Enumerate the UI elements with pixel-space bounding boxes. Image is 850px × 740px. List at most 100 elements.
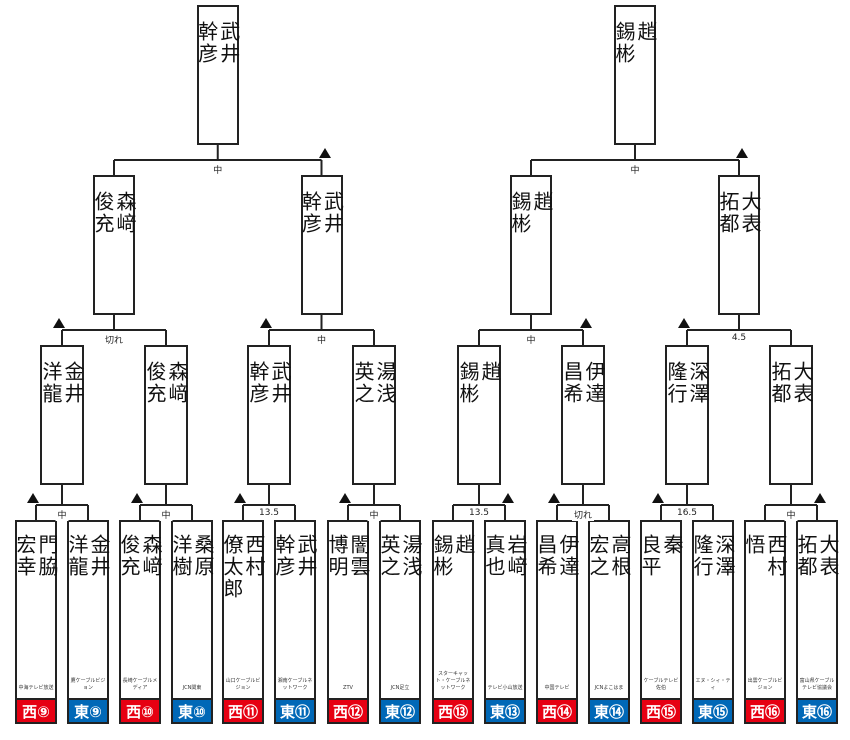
player-box: 伊達 昌希中国テレビ西⑭	[534, 520, 580, 724]
sponsor-label: テレビ小山放送	[487, 685, 523, 691]
sente-triangle-icon	[502, 493, 514, 503]
player-name: 武井 幹彦	[246, 361, 292, 405]
sponsor-label: 富山県ケーブルテレビ協議会	[799, 678, 835, 691]
result-label: 切れ	[102, 333, 126, 346]
seed-tag: 東⑪	[276, 698, 314, 722]
player-name: 森﨑 俊充	[91, 191, 137, 235]
sponsor-label: ZTV	[343, 685, 353, 691]
sente-triangle-icon	[678, 318, 690, 328]
result-label: 切れ	[571, 508, 595, 521]
sente-triangle-icon	[736, 148, 748, 158]
player-name: 金井 洋龍	[39, 361, 85, 405]
player-name: 大表 拓都	[768, 361, 814, 405]
player-box: 金井 洋龍鷹ケーブルビジョン東⑨	[65, 520, 111, 724]
player-box: 大表 拓都富山県ケーブルテレビ協議会東⑯	[794, 520, 840, 724]
player-box: 湯浅 英之	[351, 345, 397, 485]
sente-triangle-icon	[580, 318, 592, 328]
player-name: 大表 拓都	[794, 534, 840, 578]
result-label: 中	[524, 333, 538, 346]
player-name: 秦 良平	[638, 534, 684, 578]
sente-triangle-icon	[814, 493, 826, 503]
player-name: 岩﨑 真也	[482, 534, 528, 578]
player-box: 森﨑 俊充	[91, 175, 137, 315]
player-name: 金井 洋龍	[65, 534, 111, 578]
player-box: 湯浅 英之 JCN足立東⑫	[377, 520, 423, 724]
result-label: 16.5	[674, 508, 700, 518]
player-name: 桑原 洋樹	[169, 534, 215, 578]
sente-triangle-icon	[339, 493, 351, 503]
player-name: 武井 幹彦	[272, 534, 318, 578]
player-box: 桑原 洋樹 JCN関東東⑩	[169, 520, 215, 724]
sente-triangle-icon	[548, 493, 560, 503]
result-label: 4.5	[729, 333, 749, 343]
result-label: 13.5	[256, 508, 282, 518]
player-box: 伊達 昌希	[560, 345, 606, 485]
sente-triangle-icon	[131, 493, 143, 503]
seed-tag: 東⑮	[694, 698, 732, 722]
sente-triangle-icon	[27, 493, 39, 503]
player-box: 岩﨑 真也テレビ小山放送東⑬	[482, 520, 528, 724]
player-box: 趙 錫彬	[456, 345, 502, 485]
result-label: 中	[628, 163, 642, 176]
sponsor-label: 中海テレビ放送	[18, 685, 54, 691]
player-box: 森﨑 俊充	[143, 345, 189, 485]
sponsor-label: 中国テレビ	[544, 685, 570, 691]
sponsor-label: エヌ・シィ・ティ	[695, 678, 731, 691]
player-box: 趙 錫彬	[508, 175, 554, 315]
player-box: 西村 僚太郎山口ケーブルビジョン西⑪	[220, 520, 266, 724]
seed-tag: 東⑯	[798, 698, 836, 722]
player-name: 伊達 昌希	[534, 534, 580, 578]
player-name: 趙 錫彬	[456, 361, 502, 405]
seed-tag: 東⑩	[173, 698, 211, 722]
result-label: 中	[159, 508, 173, 521]
sponsor-label: 長崎ケーブルメディア	[122, 678, 158, 691]
sponsor-label: ケーブルテレビ佐伯	[643, 678, 679, 691]
seed-tag: 東⑬	[486, 698, 524, 722]
result-label: 中	[55, 508, 69, 521]
player-name: 大表 拓都	[716, 191, 762, 235]
player-name: 武井 幹彦	[298, 191, 345, 235]
player-box: 趙 錫彬スターキャット・ケーブルネットワーク西⑬	[430, 520, 476, 724]
sponsor-label: 湘南ケーブルネットワーク	[277, 678, 313, 691]
seed-tag: 東⑫	[381, 698, 419, 722]
player-name: 趙 錫彬	[430, 534, 476, 578]
sponsor-label: 山口ケーブルビジョン	[225, 678, 261, 691]
player-name: 深澤 隆行	[664, 361, 710, 405]
result-label: 中	[784, 508, 798, 521]
seed-tag: 西⑪	[224, 698, 262, 722]
sponsor-label: JCN足立	[390, 685, 410, 691]
result-label: 13.5	[466, 508, 492, 518]
result-label: 中	[314, 333, 329, 346]
player-box: 武井 幹彦	[194, 5, 241, 145]
player-name: 森﨑 俊充	[143, 361, 189, 405]
result-label: 中	[367, 508, 381, 521]
player-name: 湯浅 英之	[377, 534, 423, 578]
sente-triangle-icon	[652, 493, 664, 503]
sponsor-label: JCNよこはま	[594, 685, 624, 691]
seed-tag: 西⑩	[121, 698, 159, 722]
player-box: 大表 拓都	[768, 345, 814, 485]
player-box: 西村 悟出雲ケーブルビジョン西⑯	[742, 520, 788, 724]
player-box: 森﨑 俊充長崎ケーブルメディア西⑩	[117, 520, 163, 724]
player-box: 深澤 隆行エヌ・シィ・ティ東⑮	[690, 520, 736, 724]
player-name: 武井 幹彦	[194, 21, 241, 65]
seed-tag: 東⑨	[69, 698, 107, 722]
sponsor-label: 鷹ケーブルビジョン	[70, 678, 106, 691]
player-box: 武井 幹彦湘南ケーブルネットワーク東⑪	[272, 520, 318, 724]
sente-triangle-icon	[53, 318, 65, 328]
sponsor-label: JCN関東	[182, 685, 202, 691]
player-name: 趙 錫彬	[508, 191, 554, 235]
seed-tag: 西⑬	[434, 698, 472, 722]
player-name: 門脇 宏幸	[13, 534, 59, 578]
player-box: 大表 拓都	[716, 175, 762, 315]
player-name: 西村 悟	[742, 534, 788, 578]
sponsor-label: スターキャット・ケーブルネットワーク	[435, 671, 471, 691]
player-name: 湯浅 英之	[351, 361, 397, 405]
player-box: 門脇 宏幸中海テレビ放送西⑨	[13, 520, 59, 724]
seed-tag: 西⑯	[746, 698, 784, 722]
player-box: 武井 幹彦	[298, 175, 345, 315]
player-name: 深澤 隆行	[690, 534, 736, 578]
